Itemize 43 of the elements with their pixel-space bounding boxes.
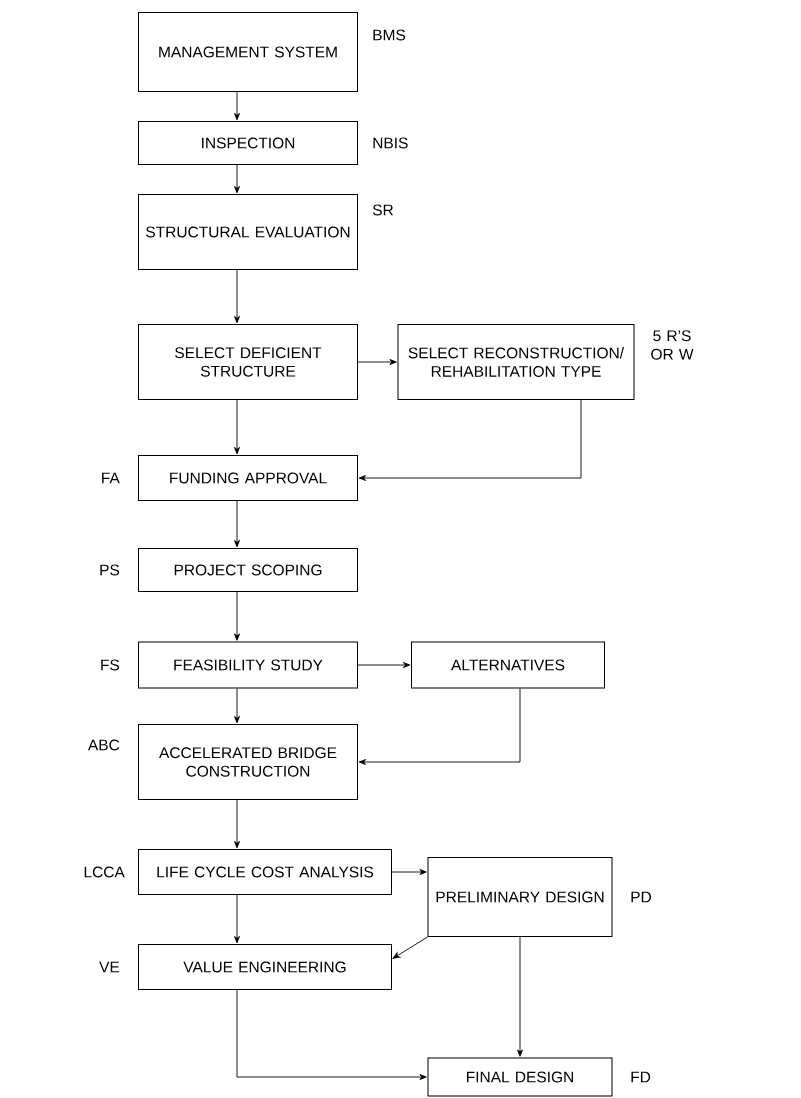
process-box: VALUE ENGINEERING: [138, 944, 392, 990]
side-label: ABC: [87, 739, 120, 751]
arrow: [392, 936, 428, 959]
process-box: FUNDING APPROVAL: [138, 455, 358, 501]
process-box: FEASIBILITY STUDY: [138, 641, 358, 689]
arrow: [358, 399, 582, 481]
process-box: SELECT RECONSTRUCTION/ REHABILITATION TYPE: [397, 324, 635, 400]
side-label: FA: [102, 472, 120, 484]
side-label: SR: [372, 204, 393, 216]
arrow: [234, 399, 240, 455]
process-box: SELECT DEFICIENT STRUCTURE: [138, 324, 358, 400]
arrow: [391, 869, 427, 875]
side-label: PS: [100, 564, 120, 576]
arrow: [234, 164, 240, 194]
process-box: MANAGEMENT SYSTEM: [138, 12, 358, 92]
side-label: 5 R’S OR W: [651, 330, 694, 360]
side-label: BMS: [373, 29, 406, 41]
side-label: LCCA: [84, 866, 125, 878]
process-box: PROJECT SCOPING: [138, 548, 358, 592]
arrow: [234, 91, 240, 121]
arrow: [234, 500, 240, 548]
side-label: FS: [101, 659, 120, 671]
arrow: [234, 591, 240, 641]
process-box: LIFE CYCLE COST ANALYSIS: [138, 849, 392, 895]
arrow: [234, 799, 240, 849]
arrow: [234, 688, 240, 724]
process-box: ACCELERATED BRIDGE CONSTRUCTION: [138, 724, 358, 800]
process-box: ALTERNATIVES: [411, 641, 605, 689]
arrow: [234, 894, 240, 944]
side-label: VE: [99, 961, 120, 973]
process-box: STRUCTURAL EVALUATION: [138, 194, 358, 270]
arrow: [236, 989, 427, 1080]
arrow: [358, 688, 521, 765]
process-box: PRELIMINARY DESIGN: [427, 857, 613, 937]
arrow: [357, 662, 411, 668]
arrow: [517, 936, 523, 1057]
process-box: FINAL DESIGN: [427, 1057, 613, 1097]
side-label: NBIS: [373, 137, 408, 149]
arrow: [357, 359, 397, 365]
process-box: INSPECTION: [138, 121, 358, 165]
side-label: FD: [631, 1071, 651, 1083]
arrow: [234, 269, 240, 324]
side-label: PD: [631, 891, 651, 903]
